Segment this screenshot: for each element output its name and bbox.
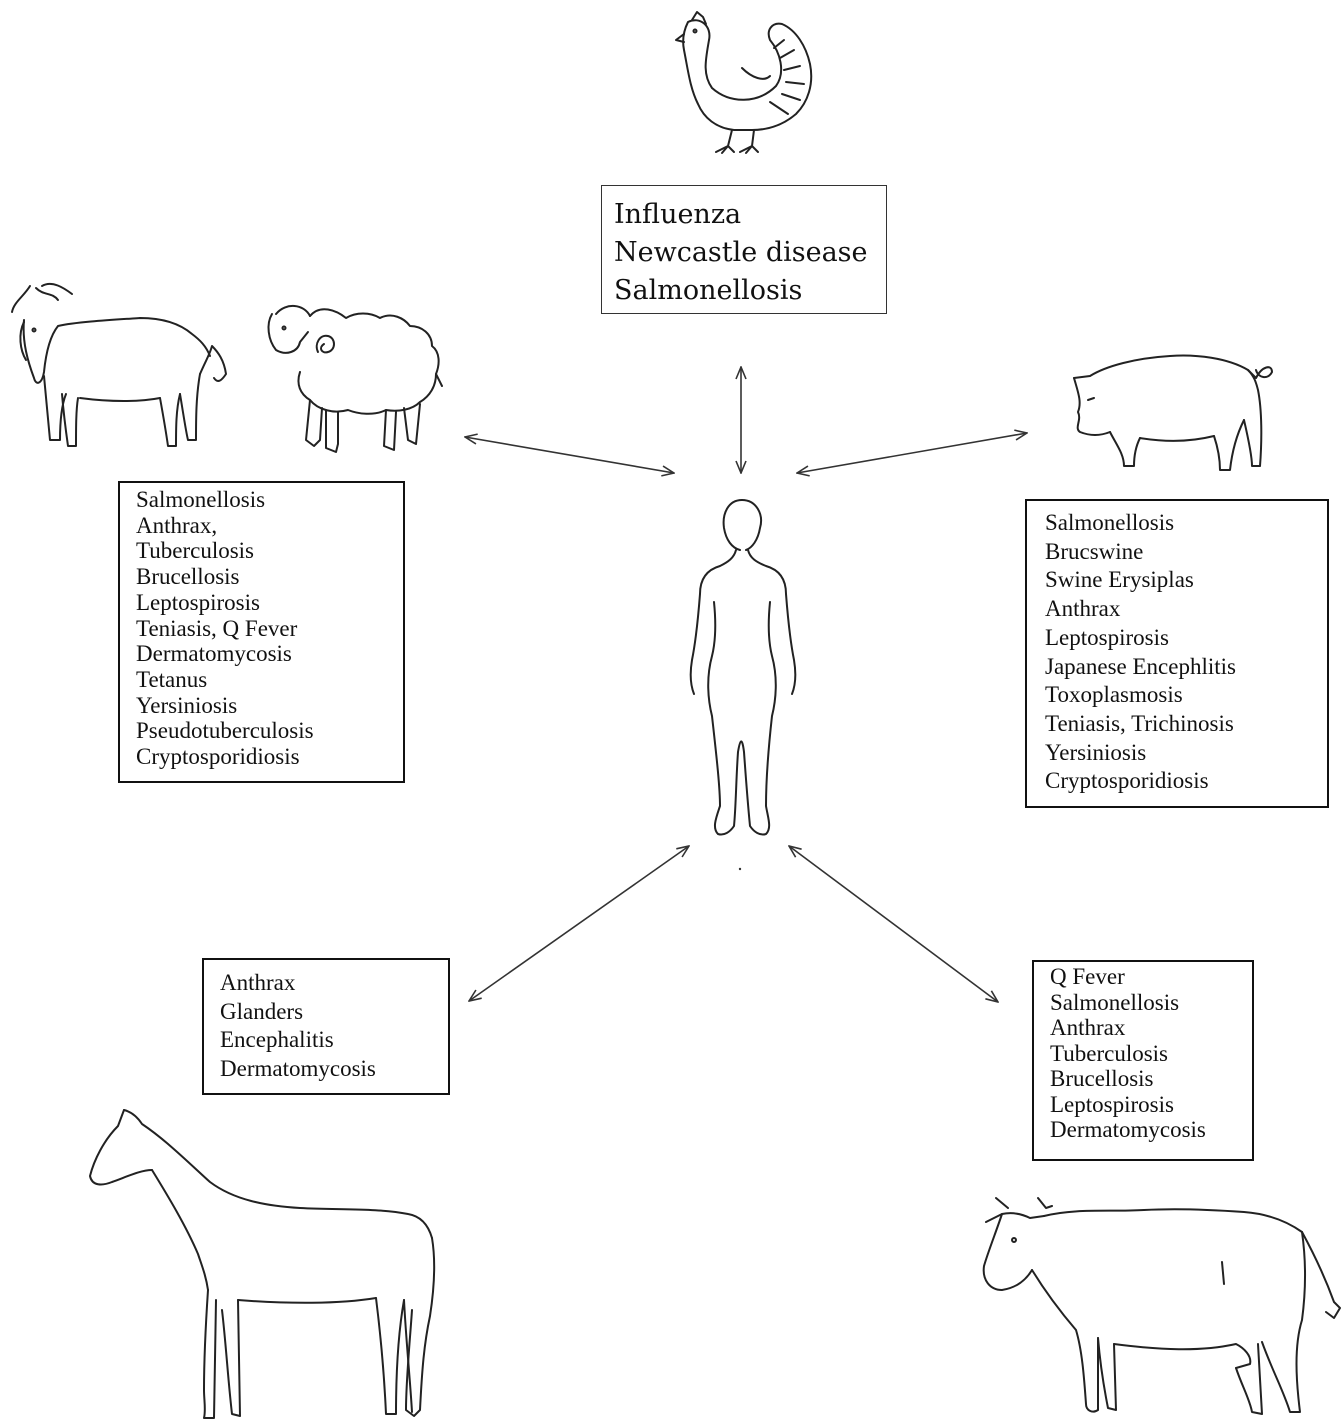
disease-item: Anthrax <box>1045 596 1121 622</box>
arrow-human-pig <box>797 433 1027 473</box>
stray-dot <box>738 867 742 871</box>
disease-item: Salmonellosis <box>136 487 266 512</box>
arrow-human-horse <box>469 846 689 1001</box>
human-icon <box>689 499 797 836</box>
disease-item: Anthrax <box>220 970 296 995</box>
disease-item: Newcastle disease <box>614 237 868 268</box>
horse-icon <box>89 1109 436 1419</box>
disease-item: Cryptosporidiosis <box>1045 768 1209 794</box>
goat-icon <box>11 282 227 447</box>
disease-item: Glanders <box>220 998 304 1024</box>
disease-item: Leptospirosis <box>136 589 260 615</box>
chicken-icon <box>675 11 813 154</box>
disease-item: Leptospirosis <box>1050 1091 1174 1117</box>
disease-item: Influenza <box>614 199 742 230</box>
disease-item: Tuberculosis <box>1050 1040 1168 1066</box>
disease-item: Brucswine <box>1045 538 1144 564</box>
disease-item: Tuberculosis <box>136 538 254 564</box>
disease-item: Leptospirosis <box>1045 624 1169 650</box>
sheep-icon <box>267 305 443 453</box>
disease-item: Teniasis, Q Fever <box>136 615 298 641</box>
disease-item: Toxoplasmosis <box>1045 682 1183 708</box>
disease-item: Dermatomycosis <box>1050 1117 1206 1142</box>
disease-item: Q Fever <box>1050 964 1125 989</box>
disease-item: Salmonellosis <box>1045 510 1175 535</box>
cow-icon <box>982 1197 1341 1415</box>
disease-item: Tetanus <box>136 666 208 692</box>
disease-item: Anthrax, <box>136 512 218 538</box>
disease-item: Japanese Encephlitis <box>1045 653 1236 679</box>
disease-item: Brucellosis <box>1050 1066 1154 1091</box>
disease-item: Yersiniosis <box>1045 739 1147 765</box>
disease-item: Dermatomycosis <box>136 641 292 667</box>
disease-item: Anthrax <box>1050 1015 1126 1040</box>
disease-item: Teniasis, Trichinosis <box>1045 710 1234 736</box>
disease-item: Cryptosporidiosis <box>136 744 300 770</box>
arrow-human-small-ruminants <box>465 437 674 473</box>
pig-icon <box>1073 354 1273 471</box>
disease-item: Swine Erysiplas <box>1045 567 1194 593</box>
arrow-human-cattle <box>789 846 998 1002</box>
disease-item: Dermatomycosis <box>220 1055 376 1081</box>
disease-item: Salmonellosis <box>1050 989 1180 1015</box>
disease-item: Yersiniosis <box>136 692 238 718</box>
disease-item: Encephalitis <box>220 1027 334 1052</box>
disease-item: Pseudotuberculosis <box>136 718 314 744</box>
disease-item: Brucellosis <box>136 564 240 590</box>
disease-item: Salmonellosis <box>614 275 803 306</box>
